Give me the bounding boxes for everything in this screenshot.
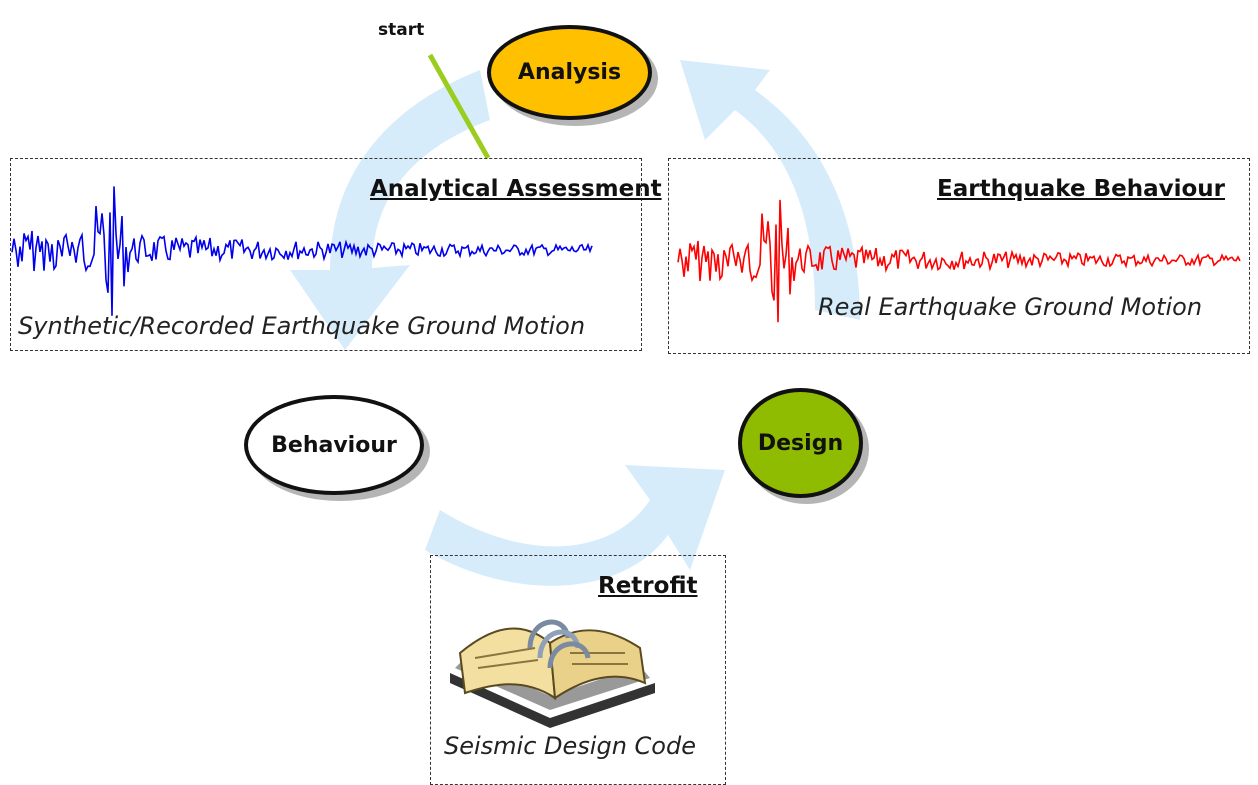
real-ground-motion-trace xyxy=(677,199,1241,323)
synthetic-motion-caption: Synthetic/Recorded Earthquake Ground Mot… xyxy=(18,312,586,340)
design-node: Design xyxy=(738,388,863,498)
arrow-analysis-to-behaviour xyxy=(290,70,490,350)
start-line xyxy=(427,53,491,160)
arrow-design-to-analysis xyxy=(680,60,860,320)
real-motion-caption: Real Earthquake Ground Motion xyxy=(818,293,1203,321)
start-label: start xyxy=(378,20,425,40)
behaviour-node: Behaviour xyxy=(244,395,424,495)
earthquake-behaviour-box xyxy=(668,158,1250,354)
synthetic-ground-motion-trace xyxy=(11,186,593,316)
analysis-node: Analysis xyxy=(487,25,652,120)
behaviour-label: Behaviour xyxy=(271,432,397,458)
book-icon xyxy=(450,619,655,728)
analysis-label: Analysis xyxy=(517,60,622,85)
earthquake-behaviour-title: Earthquake Behaviour xyxy=(937,176,1226,202)
retrofit-title: Retrofit xyxy=(598,573,698,599)
design-label: Design xyxy=(757,430,844,456)
seismic-design-code-caption: Seismic Design Code xyxy=(444,732,696,760)
analytical-assessment-title: Analytical Assessment xyxy=(370,176,662,202)
analytical-assessment-box xyxy=(10,158,642,351)
